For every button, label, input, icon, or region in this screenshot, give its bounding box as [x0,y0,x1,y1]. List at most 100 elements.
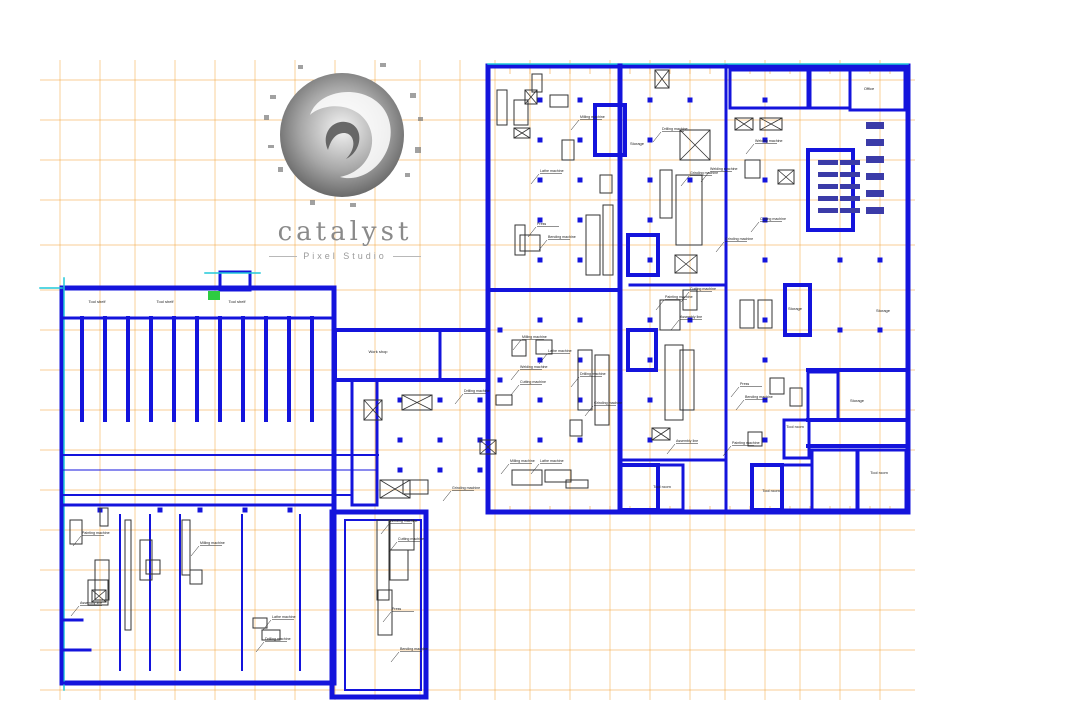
machine-outline [739,299,755,329]
walls [39,63,911,700]
equipment-label: Bending machine [548,235,576,239]
equipment-label: Press [740,382,749,386]
column [877,257,883,263]
leader-line [255,641,265,653]
column [577,357,583,363]
room-label-tool-room-3: Tool room [786,424,804,429]
equipment-label: Milling machine [580,115,605,119]
leader-line [380,523,390,535]
column [477,467,483,473]
machine-outline [479,439,497,455]
column [437,397,443,403]
machine-outline [513,99,529,126]
machine-outline [379,479,411,499]
structural-grid [40,60,915,700]
machine-outline [777,169,795,185]
machine-outline [495,394,513,406]
rack [818,196,838,201]
column [877,327,883,333]
crate-mark [91,589,107,603]
rack [840,184,860,189]
column [687,177,693,183]
equipment-label: Press [537,222,546,226]
equipment-label: Painting machine [732,441,760,445]
machine-outline [69,519,83,545]
equipment-label: Drilling machine [662,127,688,131]
wall-rect [780,463,814,512]
equipment-label: Milling machine [510,459,535,463]
column [762,357,768,363]
column [537,137,543,143]
rack [840,172,860,177]
machine-outline [181,519,191,576]
machine-outline [744,159,761,179]
machine-outline [535,339,553,355]
machine-outline [544,469,572,483]
machine-outline [651,427,671,441]
column [687,97,693,103]
machine-outline [145,559,161,575]
machine-outline [599,174,613,194]
column [197,507,203,513]
machine-outline [514,224,526,256]
leader-line [700,171,710,183]
wall-rect [728,68,810,110]
machine-outline [124,519,132,631]
equipment-label: Welding machine [520,365,548,369]
room-label-office: Office [864,86,875,91]
machine-outline [91,589,107,603]
machine-outline [531,73,543,93]
equipment-label: Grinding machine [725,237,753,241]
column [397,397,403,403]
column [537,357,543,363]
column [537,397,543,403]
column [647,397,653,403]
room-label-tool-room-4: Tool room [870,470,888,475]
rack [818,160,838,165]
crate-mark [524,89,538,105]
leader-line [390,651,400,663]
machine-outline [757,299,773,329]
machine-outline [674,254,698,274]
machine-outline [402,479,429,495]
room-label-tool-shelf-2: Tool shelf [157,299,175,304]
leader-line [538,353,548,365]
wall-rect [656,463,685,512]
room-label-storage-1: Storage [630,141,645,146]
column [437,467,443,473]
highlight-marker [208,291,220,300]
equipment-label: Cutting machine [398,537,424,541]
column [537,317,543,323]
room-label-storage-4: Storage [850,398,865,403]
column [157,507,163,513]
machine-outline [654,69,670,89]
machine-outline [675,174,703,246]
column [762,217,768,223]
column [537,177,543,183]
machine-outline [513,127,531,139]
machine-outline [664,344,684,421]
machine-outline [401,394,433,411]
column [762,397,768,403]
crate-mark [777,169,795,185]
leader-line [745,143,755,155]
room-label-tool-room-2: Tool room [653,484,671,489]
studio-logo: catalyst Pixel Studio [250,55,440,270]
machine-outline [585,214,601,276]
rack [840,160,860,165]
leader-line [72,535,82,547]
machine-outline [261,629,281,641]
crate-mark [479,439,497,455]
room-label-corridor-room: Work shop [368,349,388,354]
leader-line [666,443,676,455]
crate-mark [679,129,711,161]
rack [866,173,884,180]
leader-line [584,405,594,417]
leader-line [722,445,732,457]
leader-line [190,545,200,557]
column [647,257,653,263]
column [397,467,403,473]
leader-line [652,131,662,143]
